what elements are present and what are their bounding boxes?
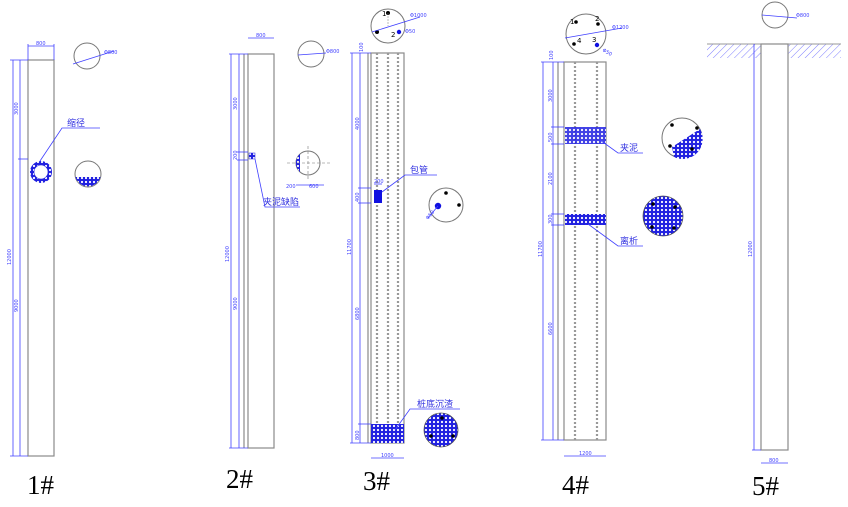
dim-upper: 3000	[548, 89, 554, 102]
dim-sec-a: 200	[286, 184, 296, 190]
dim-total: 11700	[538, 241, 544, 257]
ground-hatch	[788, 44, 841, 58]
tube-number: 2	[595, 15, 599, 23]
dim-lower: 6800	[355, 307, 361, 320]
dim-top-gap: 100	[359, 42, 365, 52]
dim-width: 1000	[381, 453, 394, 459]
dim-bottom: 800	[355, 430, 361, 440]
segregation-band	[565, 214, 606, 225]
sediment-label: 桩底沉渣	[417, 398, 453, 410]
dim-segregation: 300	[548, 214, 554, 224]
defect-section-circle	[428, 187, 464, 223]
necking-hatch	[75, 177, 101, 187]
dim-lower: 9000	[233, 297, 239, 310]
pile-body	[563, 61, 607, 441]
tube-number: 1	[382, 10, 386, 18]
dim-top: 3000	[14, 102, 20, 115]
section-circle	[73, 42, 101, 70]
dim-width: 800	[256, 33, 266, 39]
dim-tube-wrap: Φ50	[425, 210, 436, 222]
dim-defect: 200	[233, 150, 239, 160]
pile-body	[247, 53, 275, 449]
pile-body	[370, 52, 405, 444]
pile-2: 800 3000 200 12000 9000 夹泥缺陷 Φ800 200 60…	[225, 33, 339, 494]
pipe-wrap-defect	[374, 190, 382, 203]
dim-total: 12000	[225, 246, 231, 262]
pile-title: 5#	[752, 471, 780, 501]
dim-tube: Φ50	[405, 29, 415, 35]
dim-width: 1200	[579, 451, 592, 457]
pile-body	[27, 59, 55, 457]
pile-title: 1#	[27, 470, 55, 500]
pile-3: 100 4000 400 11700 6800 800 1000 200 包管 …	[347, 8, 464, 496]
dim-upper: 4000	[355, 117, 361, 130]
tube-number: 4	[577, 37, 582, 45]
mud-defect	[248, 152, 256, 160]
mud-label: 夹泥	[620, 142, 638, 154]
defect-label: 包管	[410, 164, 428, 176]
ground-hatch	[707, 44, 761, 58]
pile-body	[760, 43, 789, 451]
mud-band	[565, 127, 606, 144]
dim-top: 3000	[233, 97, 239, 110]
pile-title: 2#	[226, 464, 254, 494]
dim-lower: 6600	[548, 322, 554, 335]
pile-1: 800 3000 12000 9000 Φ800 缩径 1#	[7, 41, 117, 500]
dim-sec-b: 600	[309, 184, 319, 190]
dim-total: 11700	[347, 239, 353, 255]
tube-number: 3	[592, 36, 596, 44]
dim-diameter: Φ800	[326, 49, 339, 55]
dim-lower: 9000	[14, 299, 20, 312]
pile-5: 12000 800 Φ800 5#	[707, 1, 841, 501]
segregation-label: 离析	[620, 235, 638, 247]
dim-diameter: Φ1000	[410, 13, 427, 19]
dim-defect: 400	[355, 192, 361, 202]
dim-top-gap: 100	[549, 50, 555, 60]
dim-width: 800	[36, 41, 46, 47]
sediment-hatch	[371, 424, 404, 443]
dim-total: 12000	[748, 241, 754, 257]
defect-label: 夹泥缺陷	[263, 196, 299, 208]
dim-diameter: Φ800	[796, 13, 809, 19]
dim-mud: 500	[548, 132, 554, 142]
segregation-section-circle	[642, 195, 684, 237]
dim-total: 12000	[7, 249, 13, 265]
pile-4: 100 3000 500 2100 300 11700 6600 1200 夹泥…	[538, 13, 703, 500]
tube-number: 1	[570, 18, 574, 26]
defect-label: 缩径	[67, 117, 85, 129]
dim-diameter: Φ800	[104, 50, 117, 56]
dim-defect-width: 200	[374, 179, 384, 185]
sediment-section-circle	[423, 412, 459, 448]
tube-number: 2	[391, 31, 395, 39]
pile-title: 4#	[562, 470, 590, 500]
dim-middle: 2100	[548, 172, 554, 185]
dim-diameter: Φ1200	[612, 25, 629, 31]
pile-title: 3#	[363, 466, 391, 496]
dim-tube: Φ50	[601, 48, 613, 58]
dim-width: 800	[769, 458, 779, 464]
